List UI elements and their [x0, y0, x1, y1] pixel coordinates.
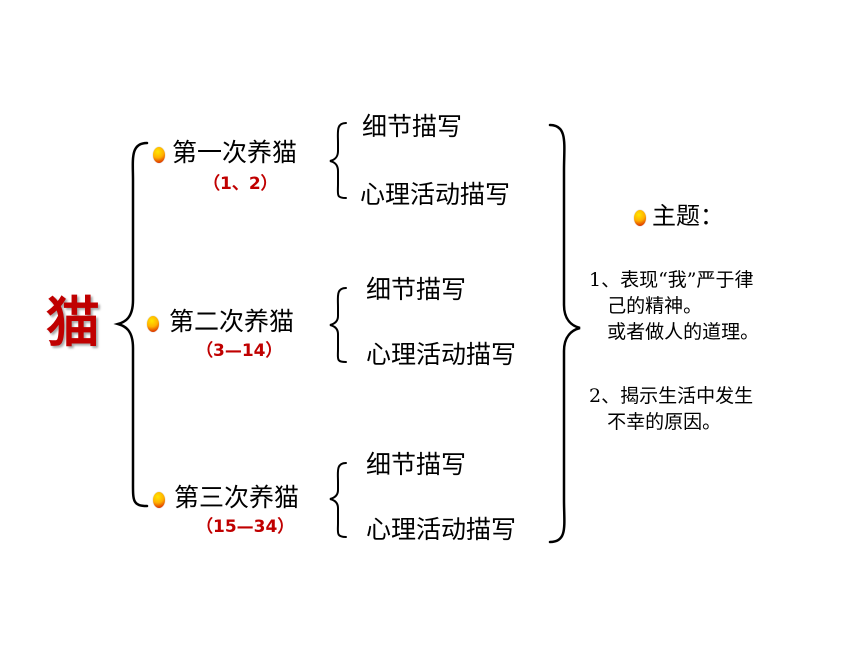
stage3-item-detail: 细节描写 [366, 450, 467, 479]
orange-dot-icon [147, 316, 159, 332]
theme-point-1: 1、表现“我”严于律 己的精神。 或者做人的道理。 [589, 269, 760, 343]
stage2-title: 第二次养猫 [169, 307, 295, 336]
stage3-range: （15—34） [196, 517, 295, 537]
main-left-brace [113, 141, 149, 508]
stage3-title: 第三次养猫 [174, 483, 300, 512]
stage2-item-detail: 细节描写 [366, 275, 467, 304]
stage2-item-psychology: 心理活动描写 [366, 340, 517, 369]
stage1-title: 第一次养猫 [172, 138, 298, 167]
stage3-brace [329, 462, 347, 538]
stage2-brace [329, 287, 347, 363]
stage2-range: （3—14） [196, 341, 283, 361]
root-label: 猫 [46, 291, 100, 354]
theme-right-brace [548, 123, 581, 544]
stage1-range: （1、2） [203, 174, 278, 194]
stage1-item-psychology: 心理活动描写 [360, 180, 511, 209]
stage1-brace [329, 122, 347, 199]
stage3-item-psychology: 心理活动描写 [366, 515, 517, 544]
orange-dot-icon [153, 492, 165, 508]
orange-dot-icon [153, 147, 165, 163]
orange-dot-icon [634, 210, 646, 226]
theme-point-2: 2、揭示生活中发生 不幸的原因。 [589, 385, 754, 433]
theme-label: 主题： [652, 202, 724, 230]
stage1-item-detail: 细节描写 [362, 112, 463, 141]
